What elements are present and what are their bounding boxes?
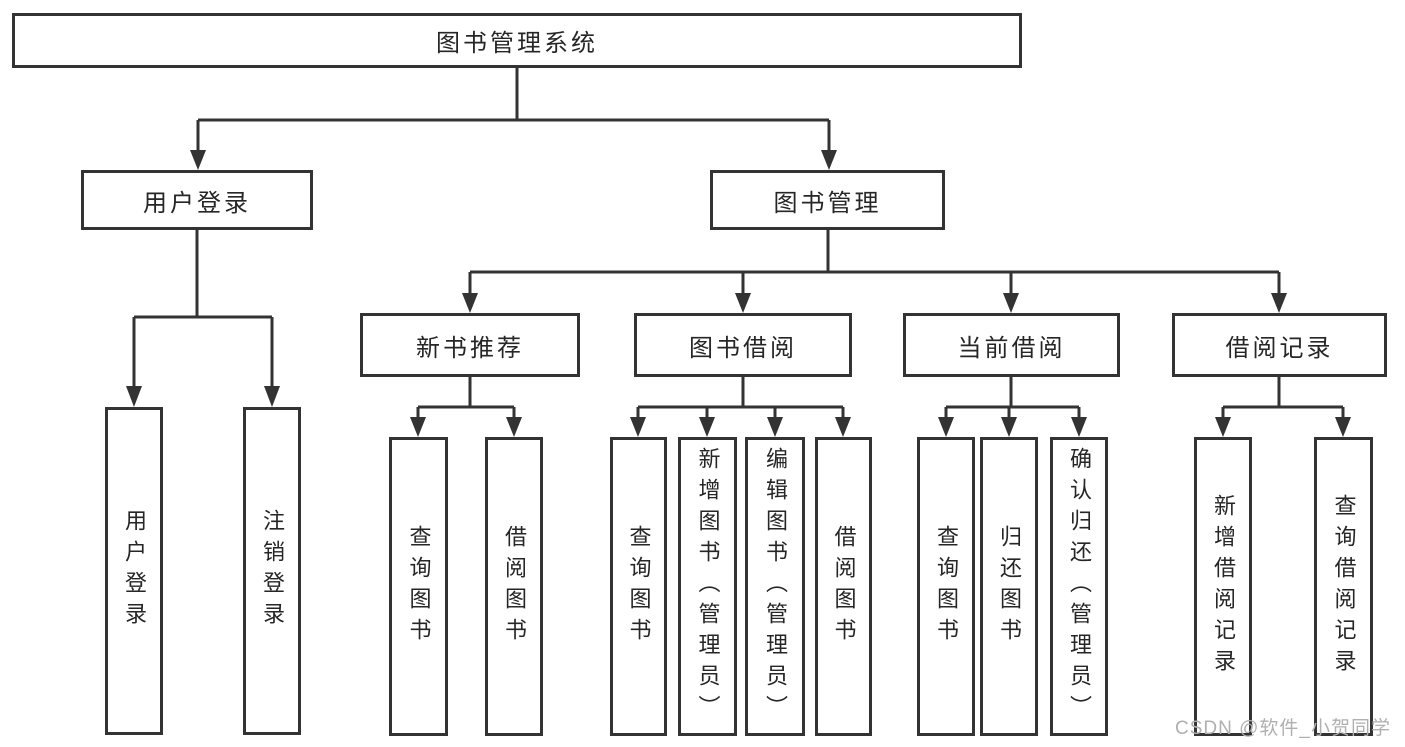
leaf-add-books-admin: 新增图书（管理员） <box>678 437 737 736</box>
leaf-borrow-books-borrowing: 借阅图书 <box>815 437 872 736</box>
leaf-edit-books-admin: 编辑图书（管理员） <box>745 437 805 736</box>
leaf-query-books-current: 查询图书 <box>917 437 975 736</box>
node-current-borrowing: 当前借阅 <box>903 313 1120 377</box>
node-borrowing-records: 借阅记录 <box>1172 313 1387 377</box>
leaf-logout: 注销登录 <box>243 407 301 735</box>
node-book-borrowing: 图书借阅 <box>634 313 852 377</box>
leaf-borrow-books-recommend: 借阅图书 <box>485 437 543 736</box>
leaf-user-login: 用户登录 <box>105 407 163 735</box>
csdn-watermark: CSDN @软件_小贺同学 <box>1175 718 1391 739</box>
leaf-confirm-return-admin: 确认归还（管理员） <box>1050 437 1108 736</box>
leaf-add-borrow-record: 新增借阅记录 <box>1194 437 1252 736</box>
node-new-book-recommendation: 新书推荐 <box>360 313 580 377</box>
node-book-management: 图书管理 <box>710 170 945 230</box>
leaf-query-borrow-record: 查询借阅记录 <box>1314 437 1373 736</box>
node-library-system: 图书管理系统 <box>12 13 1022 68</box>
leaf-query-books-recommend: 查询图书 <box>389 437 448 736</box>
leaf-query-books-borrowing: 查询图书 <box>610 437 667 736</box>
leaf-return-books: 归还图书 <box>980 437 1038 736</box>
node-user-login: 用户登录 <box>81 170 313 230</box>
